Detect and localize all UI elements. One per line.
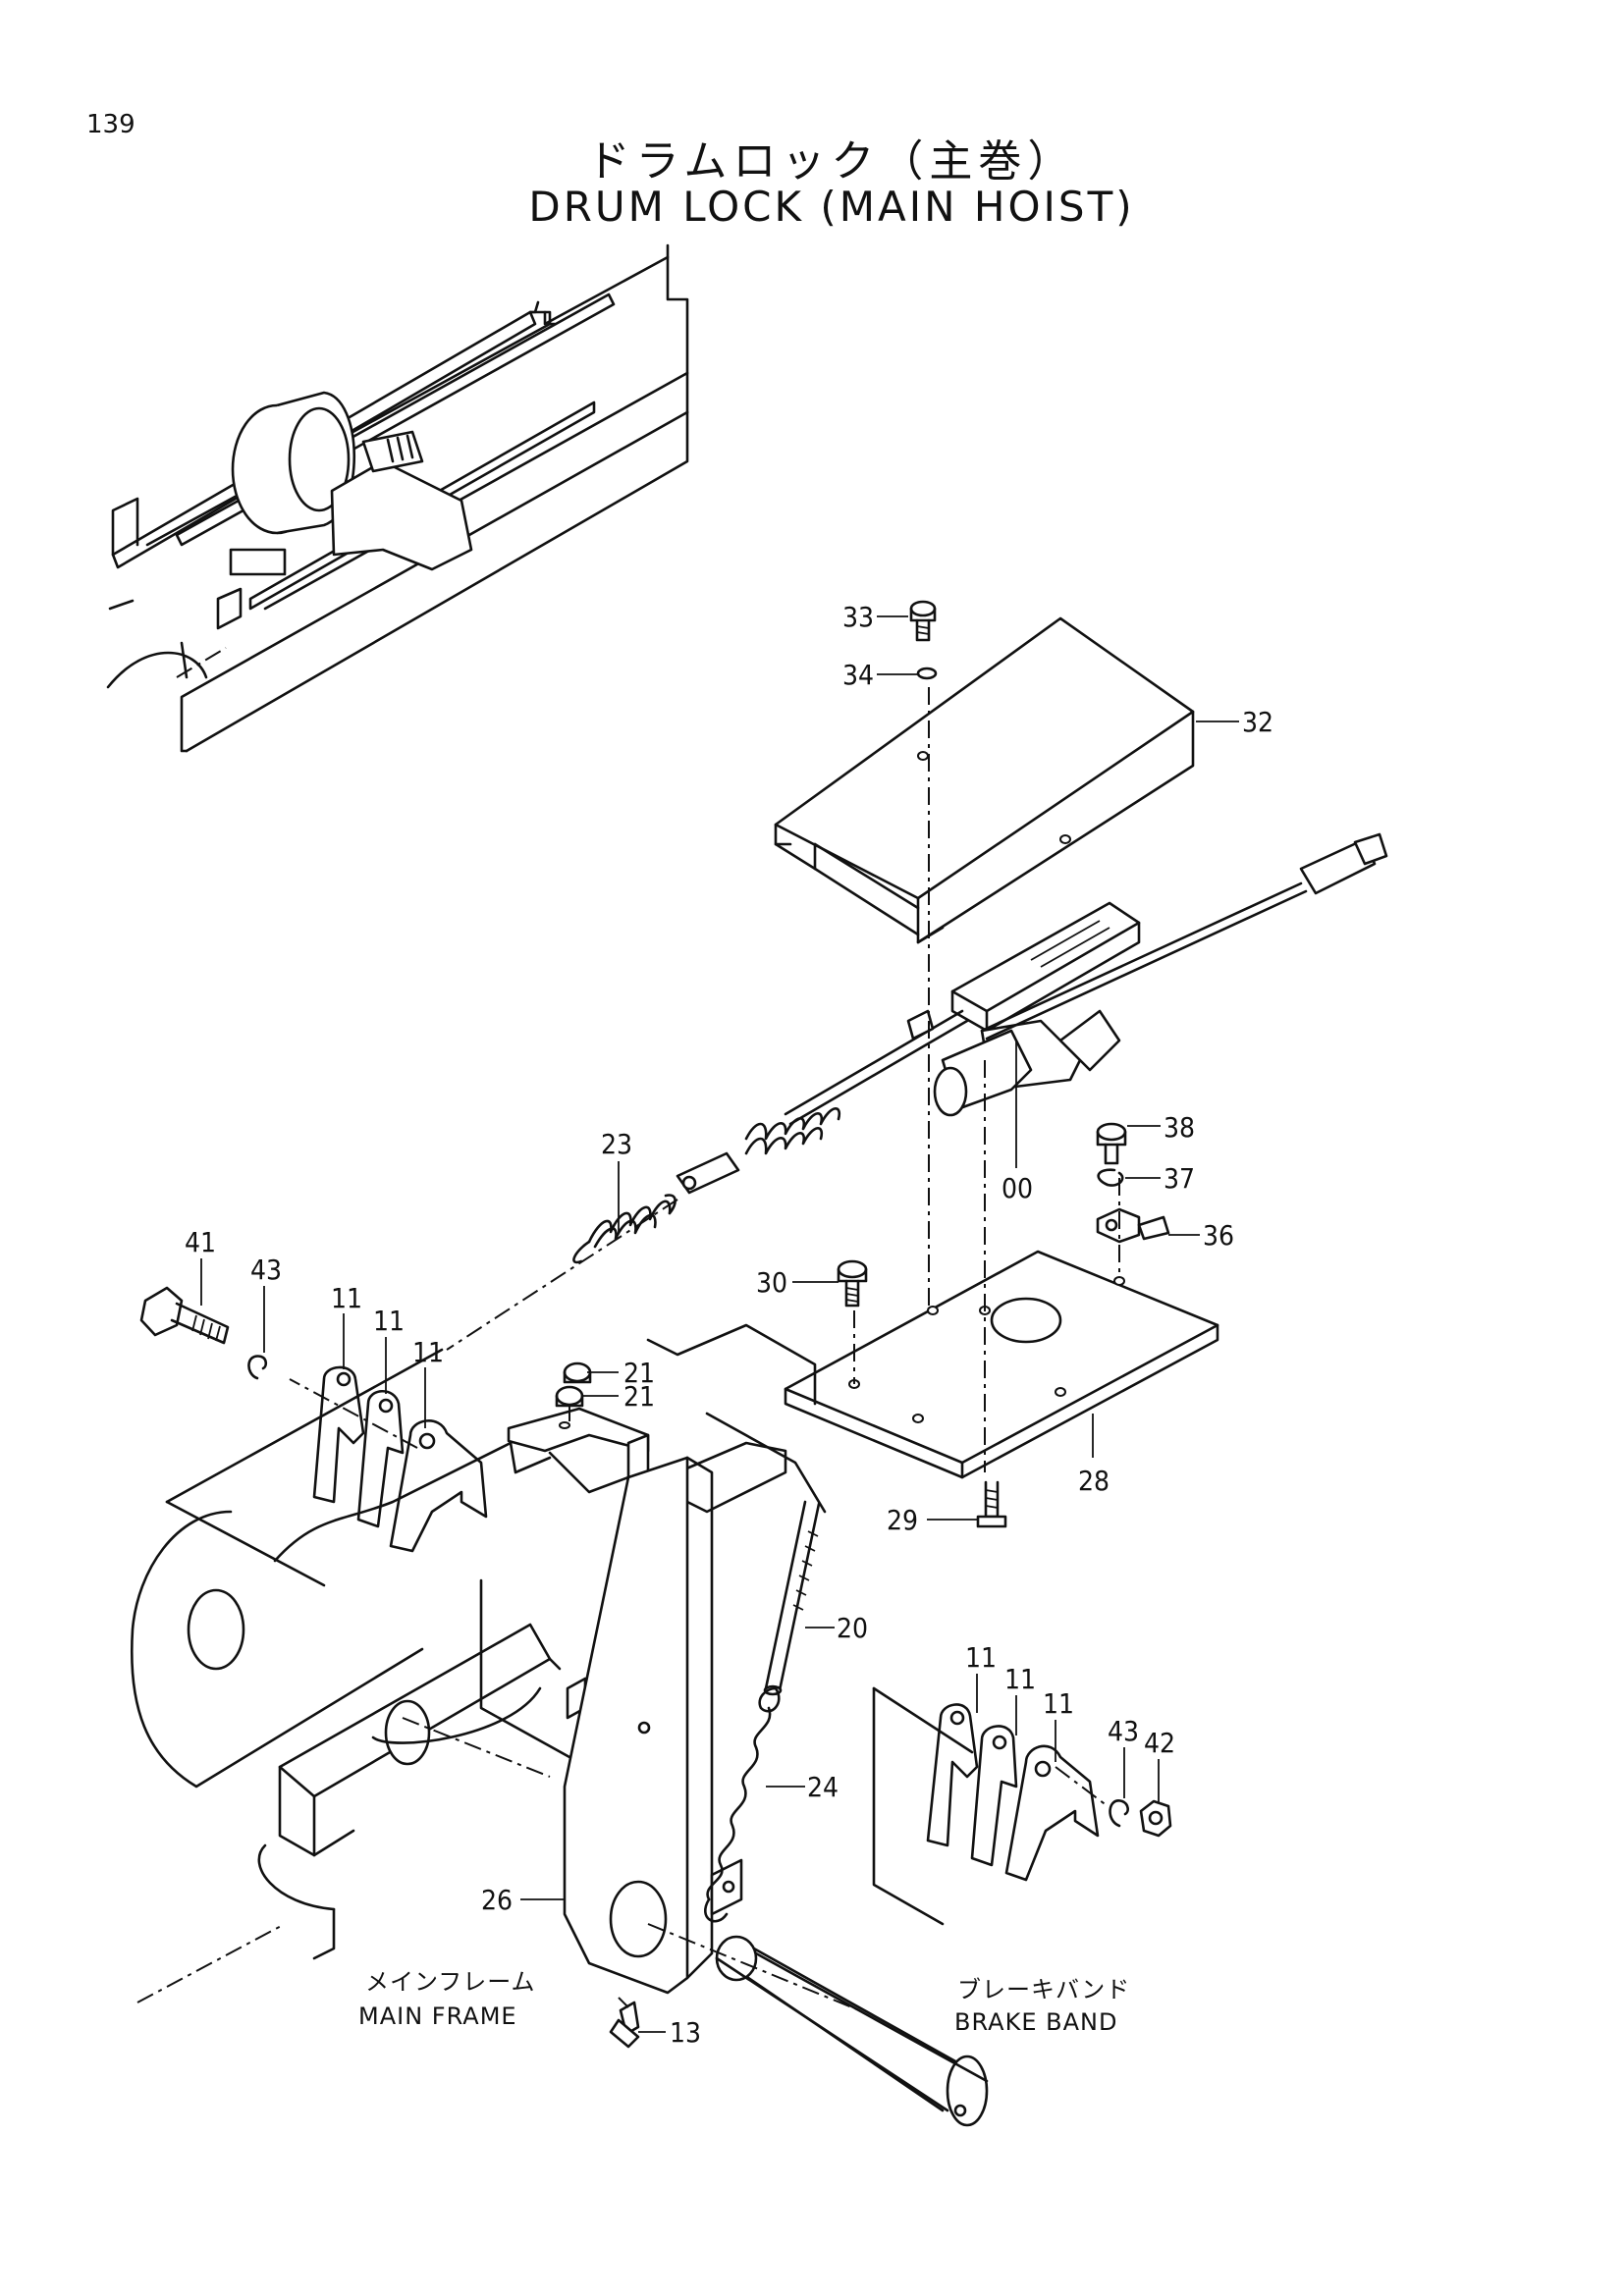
rod-bracket	[507, 1407, 827, 1696]
center-line	[647, 1923, 865, 2013]
part-label-30: 30	[756, 1266, 787, 1299]
frame-outline	[872, 1686, 945, 1926]
frame-outline	[646, 1323, 817, 1406]
base-plate	[784, 1250, 1219, 1479]
leader-lines	[200, 615, 1239, 2033]
part-label-38: 38	[1164, 1111, 1195, 1144]
part-label-20: 20	[837, 1612, 868, 1644]
frame-outline	[548, 1451, 630, 1494]
part-label-26: 26	[481, 1884, 513, 1916]
lever-plate-set-right	[926, 1703, 1100, 1882]
bolt-41	[139, 1286, 230, 1345]
part-label-11: 11	[965, 1641, 997, 1674]
main-frame-bracket	[131, 1348, 587, 1960]
part-label-33: 33	[842, 601, 874, 633]
part-label-28: 28	[1078, 1465, 1110, 1497]
main-frame-label: MAIN FRAME	[358, 2002, 517, 2030]
brake-band-label-japanese: ブレーキバンド	[957, 1976, 1130, 2003]
washer-34	[916, 667, 938, 680]
overview-frame-illustration	[106, 243, 689, 753]
part-label-11: 11	[1043, 1687, 1074, 1720]
part-label-11: 11	[331, 1282, 362, 1314]
center-line	[289, 1378, 418, 1449]
spring-24	[704, 1686, 781, 1923]
part-label-24: 24	[807, 1771, 839, 1803]
part-label-13: 13	[670, 2016, 701, 2049]
bolt-30	[837, 1259, 868, 1308]
nut-42	[1139, 1799, 1172, 1838]
part-label-23: 23	[601, 1128, 632, 1160]
nut-21-upper	[563, 1362, 592, 1384]
page-title: DRUM LOCK (MAIN HOIST)	[528, 183, 1135, 231]
main-frame-label-japanese: メインフレーム	[365, 1968, 536, 1996]
bolt-29	[976, 1480, 1007, 1528]
bolt-33	[909, 600, 937, 642]
page-title-japanese: ドラムロック（主巻）	[586, 136, 1077, 187]
center-line	[446, 1199, 678, 1351]
brake-band-pin	[715, 1935, 989, 2127]
part-label-41: 41	[185, 1226, 216, 1258]
part-label-43: 43	[250, 1254, 282, 1286]
part-label-11: 11	[373, 1305, 405, 1337]
part-label-11: 11	[412, 1336, 444, 1368]
part-label-21: 21	[623, 1380, 655, 1413]
part-label-34: 34	[842, 659, 874, 691]
grease-fitting-13	[609, 2001, 640, 2049]
cover-plate	[774, 616, 1195, 944]
frame-outline	[872, 1686, 974, 1754]
part-label-32: 32	[1242, 706, 1273, 738]
part-label-21: 21	[623, 1357, 655, 1389]
part-label-11: 11	[1004, 1663, 1036, 1695]
part-label-36: 36	[1203, 1219, 1234, 1252]
nut-21-lower	[555, 1385, 584, 1408]
actuator-assembly	[676, 832, 1388, 1195]
center-line	[136, 1923, 286, 2003]
clip-36	[1096, 1207, 1170, 1244]
page-number: 139	[86, 110, 135, 139]
part-label-37: 37	[1164, 1162, 1195, 1195]
lever-plate-set-left	[312, 1365, 488, 1553]
part-label-29: 29	[887, 1504, 918, 1536]
part-label-42: 42	[1144, 1727, 1175, 1759]
lever-26	[563, 1456, 743, 1995]
washer-37	[1097, 1168, 1124, 1187]
center-line	[402, 1717, 551, 1778]
washer-43-right	[1109, 1799, 1129, 1828]
part-label-00: 00	[1001, 1172, 1033, 1204]
part-label-43: 43	[1108, 1715, 1139, 1747]
washer-43	[247, 1355, 268, 1380]
center-line	[618, 1997, 629, 2008]
center-line	[1055, 1766, 1109, 1807]
brake-band-label: BRAKE BAND	[954, 2008, 1117, 2036]
bolt-38	[1096, 1122, 1127, 1165]
spring-23	[572, 1194, 677, 1264]
